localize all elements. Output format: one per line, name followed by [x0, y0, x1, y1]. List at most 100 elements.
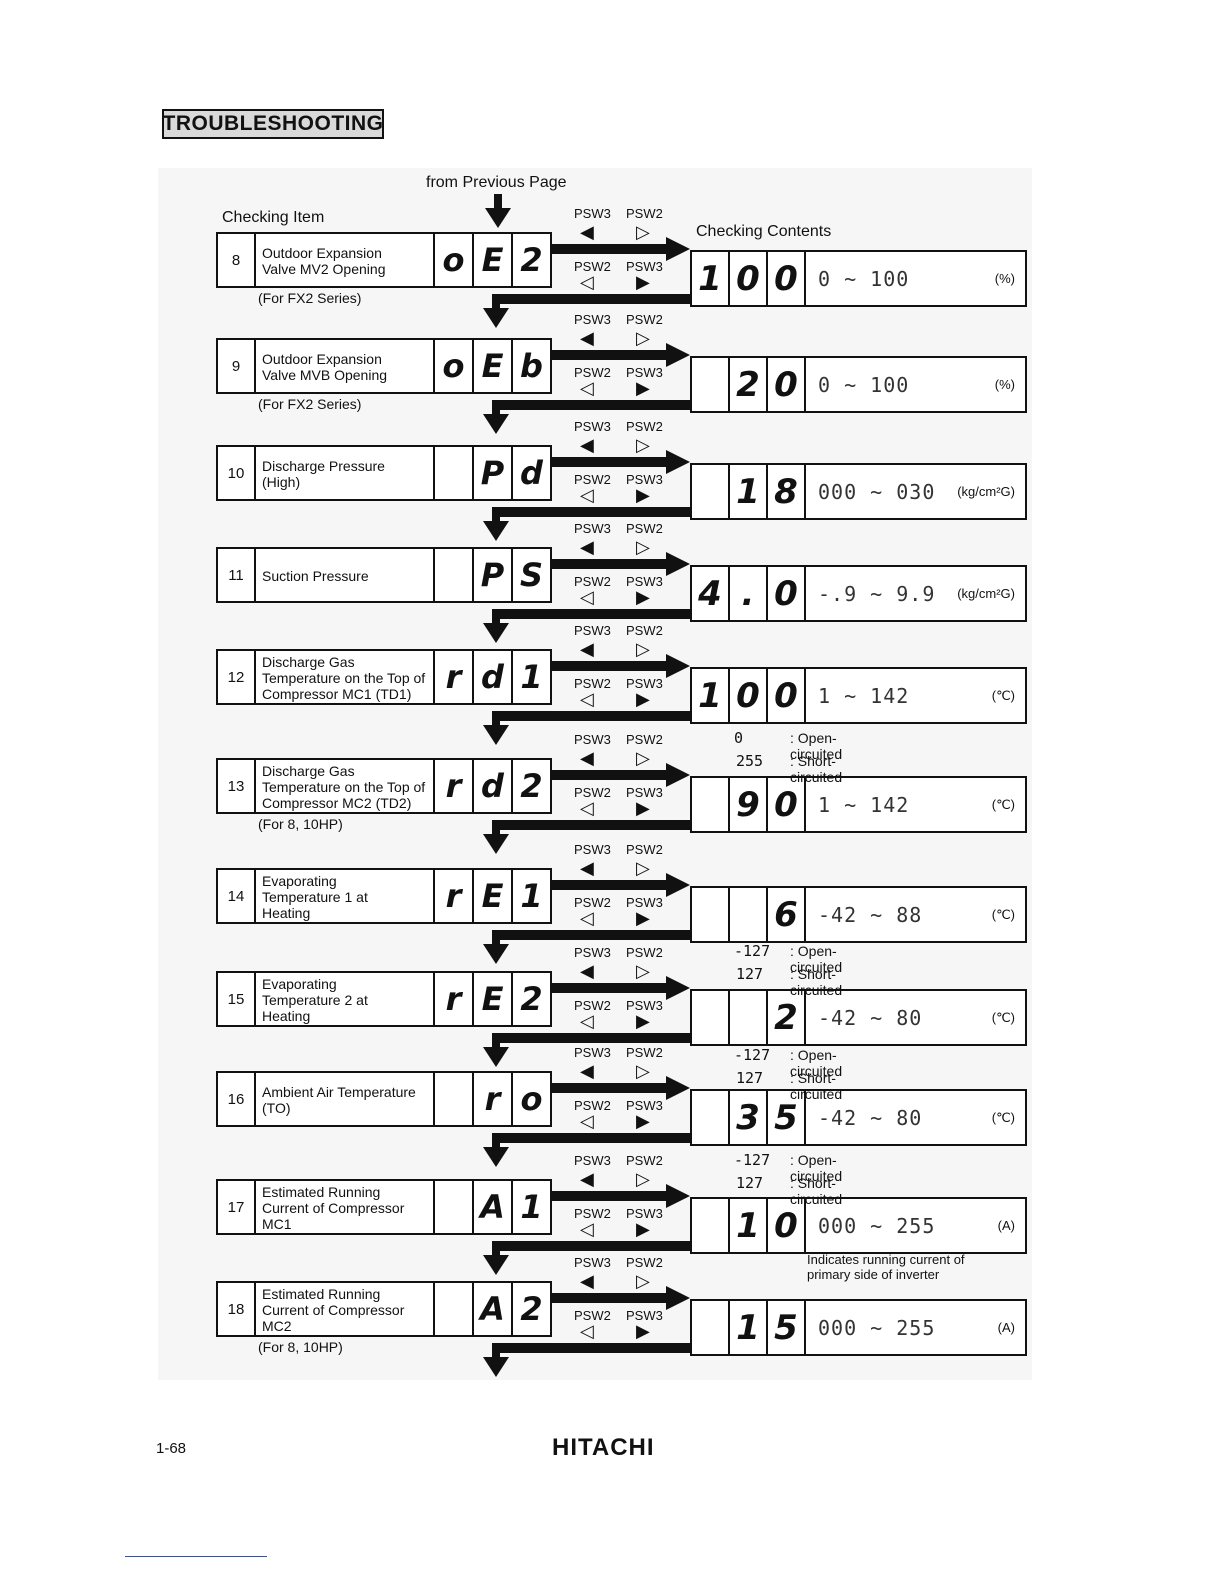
- sensor-code-glyph: 127: [736, 1069, 764, 1087]
- sensor-code-glyph: 0: [734, 729, 744, 747]
- left-hollow-arrow-icon: ◁: [580, 1219, 594, 1239]
- value-range: 000 ~ 255: [818, 1315, 936, 1340]
- left-solid-arrow-icon: ◀: [580, 1169, 594, 1189]
- flow-connector: [492, 400, 500, 414]
- arrow-head-icon: [666, 976, 690, 1000]
- result-digit: 5: [768, 1091, 806, 1144]
- value-range: -42 ~ 80: [818, 1005, 923, 1030]
- right-solid-arrow-icon: ▶: [636, 378, 650, 398]
- code-digit: o: [511, 1073, 550, 1125]
- code-digit: 1: [511, 1181, 550, 1233]
- left-hollow-arrow-icon: ◁: [580, 908, 594, 928]
- result-digit: 1: [730, 465, 768, 518]
- arrow-head-icon: [666, 873, 690, 897]
- from-previous-label: from Previous Page: [426, 174, 567, 191]
- code-digit: A: [472, 1283, 511, 1335]
- left-hollow-arrow-icon: ◁: [580, 272, 594, 292]
- item-note: (For 8, 10HP): [258, 1339, 343, 1355]
- result-digit: 1: [730, 1199, 768, 1252]
- right-hollow-arrow-icon: ▷: [636, 328, 650, 348]
- psw3-label: PSW3: [626, 1098, 663, 1113]
- result-digit: 1: [692, 669, 730, 722]
- psw3-label: PSW3: [574, 732, 611, 747]
- psw3-label: PSW3: [626, 895, 663, 910]
- circuit-status-note: : Short-circuited: [790, 753, 843, 785]
- psw3-label: PSW3: [574, 842, 611, 857]
- flow-connector: [492, 820, 500, 834]
- value-unit: (kg/cm²G): [957, 484, 1015, 499]
- psw3-label: PSW3: [574, 1045, 611, 1060]
- flow-connector: [492, 609, 500, 623]
- value-range: -42 ~ 88: [818, 902, 923, 927]
- sensor-code-glyph: -127: [734, 1046, 771, 1064]
- flow-return-line: [494, 609, 690, 619]
- left-solid-arrow-icon: ◀: [580, 961, 594, 981]
- item-number: 12: [218, 651, 256, 703]
- code-digit: 2: [511, 234, 550, 286]
- right-hollow-arrow-icon: ▷: [636, 1061, 650, 1081]
- flow-return-line: [494, 1133, 690, 1143]
- value-unit: (A): [997, 1218, 1015, 1233]
- right-hollow-arrow-icon: ▷: [636, 222, 650, 242]
- item-name: Ambient Air Temperature (TO): [256, 1073, 435, 1125]
- result-digit: [692, 358, 730, 411]
- arrow-head-icon: [666, 450, 690, 474]
- value-unit: (℃): [991, 906, 1015, 922]
- result-digit: 0: [768, 1199, 806, 1252]
- left-solid-arrow-icon: ◀: [580, 537, 594, 557]
- flow-connector: [494, 194, 502, 212]
- psw2-label: PSW2: [574, 1308, 611, 1323]
- item-name: Estimated Running Current of Compressor …: [256, 1283, 435, 1335]
- psw2-label: PSW2: [626, 945, 663, 960]
- flow-down-arrow: [483, 1147, 509, 1167]
- psw3-label: PSW3: [626, 574, 663, 589]
- psw3-label: PSW3: [574, 419, 611, 434]
- result-digit: 0: [730, 669, 768, 722]
- circuit-status-note: : Open-circuited: [790, 1152, 843, 1184]
- flow-down-arrow: [483, 834, 509, 854]
- item-number: 11: [218, 549, 256, 601]
- left-hollow-arrow-icon: ◁: [580, 485, 594, 505]
- psw3-label: PSW3: [574, 623, 611, 638]
- code-digit: 1: [511, 870, 550, 922]
- value-unit: (℃): [991, 1009, 1015, 1025]
- code-digit: r: [445, 980, 462, 1018]
- psw2-label: PSW2: [574, 259, 611, 274]
- left-hollow-arrow-icon: ◁: [580, 1321, 594, 1341]
- code-digit: [435, 447, 472, 499]
- item-number: 13: [218, 760, 256, 812]
- result-digit: 1: [692, 252, 730, 305]
- brand-logo: HITACHI: [552, 1434, 655, 1461]
- left-solid-arrow-icon: ◀: [580, 639, 594, 659]
- flow-return-line: [494, 930, 690, 940]
- arrow-head-icon: [666, 763, 690, 787]
- result-digit: [692, 1301, 730, 1354]
- flow-down-arrow: [483, 308, 509, 328]
- psw3-label: PSW3: [626, 1206, 663, 1221]
- psw2-label: PSW2: [574, 472, 611, 487]
- psw2-label: PSW2: [626, 206, 663, 221]
- flow-down-arrow: [483, 1047, 509, 1067]
- code-digit: r: [445, 767, 462, 805]
- checking-contents-label: Checking Contents: [696, 223, 832, 240]
- value-unit: (℃): [991, 796, 1015, 812]
- psw3-label: PSW3: [574, 206, 611, 221]
- value-range: 0 ~ 100: [818, 266, 910, 291]
- value-unit: (%): [994, 377, 1015, 392]
- value-range: 1 ~ 142: [818, 792, 910, 817]
- item-number: 8: [218, 234, 256, 286]
- code-digit: E: [472, 973, 511, 1025]
- result-digit: .: [730, 567, 768, 620]
